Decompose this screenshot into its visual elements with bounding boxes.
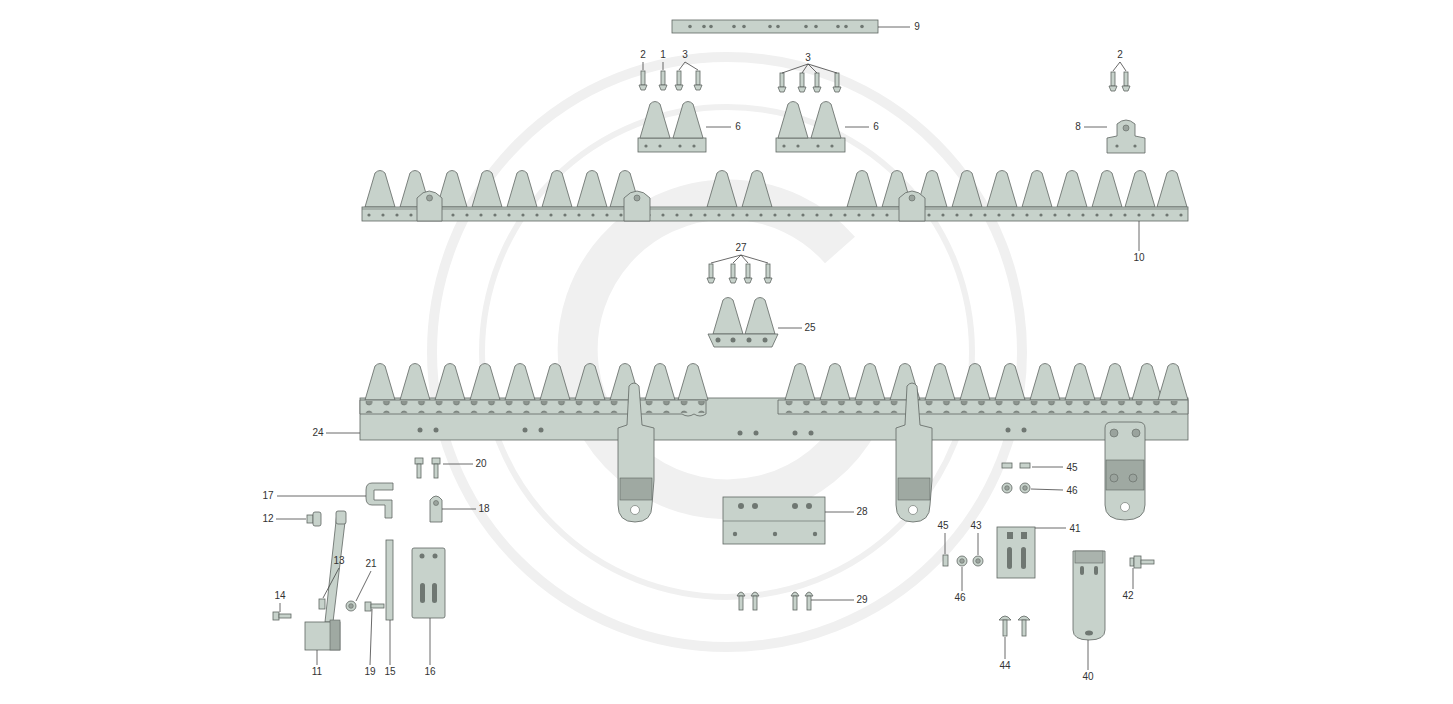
callout-number: 19 — [364, 666, 375, 678]
callout-number: 42 — [1122, 590, 1133, 602]
callout-number: 9 — [914, 21, 920, 33]
callout-number: 46 — [1066, 485, 1077, 497]
callout-number: 16 — [424, 666, 435, 678]
callout-number: 27 — [735, 242, 746, 254]
leader-lines — [276, 27, 1139, 670]
callout-number: 12 — [262, 513, 273, 525]
callout-number: 10 — [1133, 252, 1144, 264]
callout-number: 46 — [954, 592, 965, 604]
callout-number: 28 — [856, 506, 867, 518]
callout-number: 14 — [274, 590, 285, 602]
callout-number: 15 — [384, 666, 395, 678]
callout-number: 2 — [640, 49, 646, 61]
callout-number: 13 — [333, 555, 344, 567]
callout-number: 3 — [682, 49, 688, 61]
callout-number: 24 — [312, 427, 323, 439]
watermark-logo — [432, 57, 1022, 647]
callout-number: 45 — [1066, 462, 1077, 474]
callout-number: 8 — [1075, 121, 1081, 133]
callout-number: 45 — [937, 520, 948, 532]
callout-number: 41 — [1069, 523, 1080, 535]
callout-number: 40 — [1082, 671, 1093, 683]
callout-number: 6 — [873, 121, 879, 133]
callout-number: 11 — [312, 666, 322, 678]
callout-number: 29 — [856, 594, 867, 606]
callout-number: 25 — [804, 322, 815, 334]
callout-number: 43 — [970, 520, 981, 532]
callout-number: 1 — [660, 49, 666, 61]
callout-number: 44 — [999, 660, 1010, 672]
callout-number: 17 — [262, 490, 273, 502]
callout-number: 6 — [735, 121, 741, 133]
callout-number: 20 — [475, 458, 486, 470]
callout-number: 3 — [805, 52, 811, 64]
callout-number: 21 — [365, 558, 376, 570]
callout-number: 2 — [1117, 49, 1123, 61]
callout-number: 18 — [478, 503, 489, 515]
